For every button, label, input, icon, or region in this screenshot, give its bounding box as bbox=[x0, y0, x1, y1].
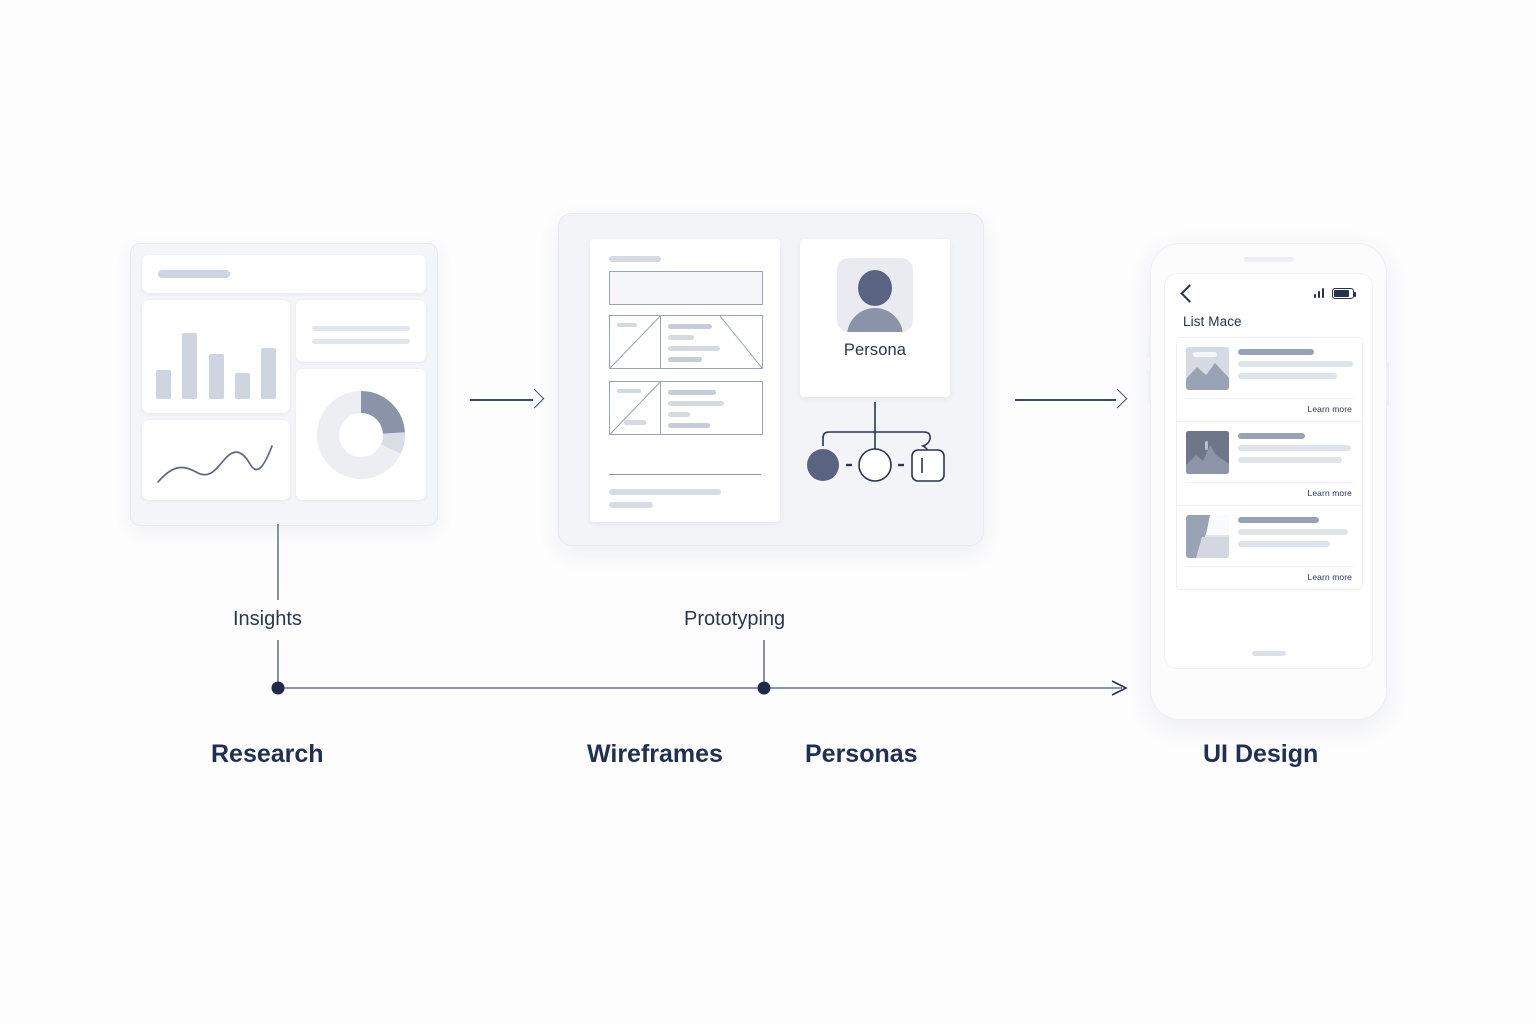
list-item[interactable]: Learn more bbox=[1177, 421, 1362, 505]
phone-status-bar bbox=[1165, 274, 1372, 314]
learn-more-link[interactable]: Learn more bbox=[1307, 404, 1352, 414]
text-placeholder-line-2 bbox=[312, 339, 410, 344]
phone-button-power[interactable] bbox=[1386, 362, 1389, 406]
image-placeholder-icon bbox=[1186, 431, 1229, 474]
flow-node-screen bbox=[911, 449, 945, 482]
flow-node-outline-circle bbox=[858, 448, 892, 482]
wireframe-footer-line-2 bbox=[609, 502, 653, 508]
list-item[interactable]: Learn more bbox=[1177, 505, 1362, 589]
phone-button-mute[interactable] bbox=[1148, 336, 1151, 358]
bar-4 bbox=[234, 372, 250, 399]
wireframe-image-placeholder bbox=[610, 316, 661, 368]
timeline-milestone-wireframes bbox=[757, 681, 771, 695]
dashboard-bar-chart-card bbox=[142, 300, 290, 413]
list-item-title-placeholder bbox=[1238, 433, 1305, 439]
arrow-wireframes-to-ui-design bbox=[1015, 388, 1128, 410]
dashboard-header-placeholder-bar bbox=[158, 270, 230, 278]
bar-2 bbox=[182, 333, 198, 399]
list-item-divider bbox=[1186, 482, 1353, 483]
list-item-text bbox=[1238, 431, 1353, 474]
persona-card: Persona bbox=[800, 239, 950, 397]
persona-card-label: Persona bbox=[843, 341, 907, 359]
phone-screen-title: List Mace bbox=[1183, 314, 1242, 329]
research-dashboard-mockup bbox=[130, 243, 438, 526]
wireframe-divider bbox=[609, 474, 761, 476]
dashboard-donut-chart-card bbox=[296, 369, 426, 500]
flow-node-filled-circle bbox=[807, 449, 839, 481]
bar-5 bbox=[261, 348, 276, 399]
stage-label-ui-design: UI Design bbox=[1203, 740, 1319, 768]
bar-1 bbox=[156, 370, 171, 399]
chevron-left-icon[interactable] bbox=[1180, 284, 1199, 303]
signal-bars-icon bbox=[1313, 288, 1324, 298]
list-item-divider bbox=[1186, 566, 1353, 567]
list-item-text bbox=[1238, 515, 1353, 558]
wireframe-hero-banner bbox=[609, 271, 763, 305]
wireframe-image-placeholder bbox=[610, 382, 661, 434]
list-item-title-placeholder bbox=[1238, 349, 1314, 355]
bar-3 bbox=[208, 353, 224, 399]
connector-label-prototyping: Prototyping bbox=[684, 608, 786, 630]
wireframe-text-block bbox=[661, 316, 762, 368]
list-item[interactable]: Learn more bbox=[1177, 338, 1362, 421]
user-flow-diagram bbox=[800, 402, 956, 522]
donut-chart bbox=[317, 391, 405, 479]
wireframe-content-row bbox=[609, 315, 763, 369]
image-placeholder-icon bbox=[1186, 515, 1229, 558]
stage-label-wireframes: Wireframes bbox=[587, 740, 723, 768]
timeline-arrowhead bbox=[1111, 680, 1128, 696]
home-indicator bbox=[1251, 651, 1286, 656]
learn-more-link[interactable]: Learn more bbox=[1307, 572, 1352, 582]
dashboard-line-chart-card bbox=[142, 420, 290, 500]
phone-list: Learn more bbox=[1176, 337, 1363, 590]
connector-label-insights: Insights bbox=[233, 608, 302, 630]
timeline-milestone-research bbox=[271, 681, 285, 695]
ui-design-phone-mockup: List Mace bbox=[1148, 243, 1389, 720]
user-avatar-icon bbox=[837, 258, 913, 332]
donut-segment-secondary bbox=[317, 391, 405, 479]
wireframe-text-block bbox=[661, 382, 762, 434]
text-placeholder-line-1 bbox=[312, 326, 410, 331]
stage-label-personas: Personas bbox=[805, 740, 918, 768]
list-item-divider bbox=[1186, 398, 1353, 399]
list-item-text bbox=[1238, 347, 1353, 390]
dashboard-header-card bbox=[142, 255, 426, 293]
learn-more-link[interactable]: Learn more bbox=[1307, 488, 1352, 498]
wireframe-title-placeholder bbox=[609, 256, 661, 262]
phone-speaker bbox=[1243, 257, 1294, 262]
bar-chart bbox=[156, 317, 276, 399]
line-chart bbox=[157, 445, 273, 483]
prototyping-panel: Persona bbox=[558, 213, 984, 546]
wireframe-sheet bbox=[590, 239, 780, 522]
phone-screen: List Mace bbox=[1165, 274, 1372, 668]
list-item-title-placeholder bbox=[1238, 517, 1319, 523]
arrow-research-to-wireframes bbox=[470, 388, 545, 410]
phone-button-volume[interactable] bbox=[1148, 370, 1151, 404]
dashboard-text-card bbox=[296, 300, 426, 362]
wireframe-content-row bbox=[609, 381, 763, 435]
wireframe-footer-line-1 bbox=[609, 489, 721, 495]
donut-segment-primary bbox=[317, 391, 405, 479]
battery-icon bbox=[1332, 288, 1356, 299]
image-placeholder-icon bbox=[1186, 347, 1229, 390]
stage-label-research: Research bbox=[211, 740, 324, 768]
